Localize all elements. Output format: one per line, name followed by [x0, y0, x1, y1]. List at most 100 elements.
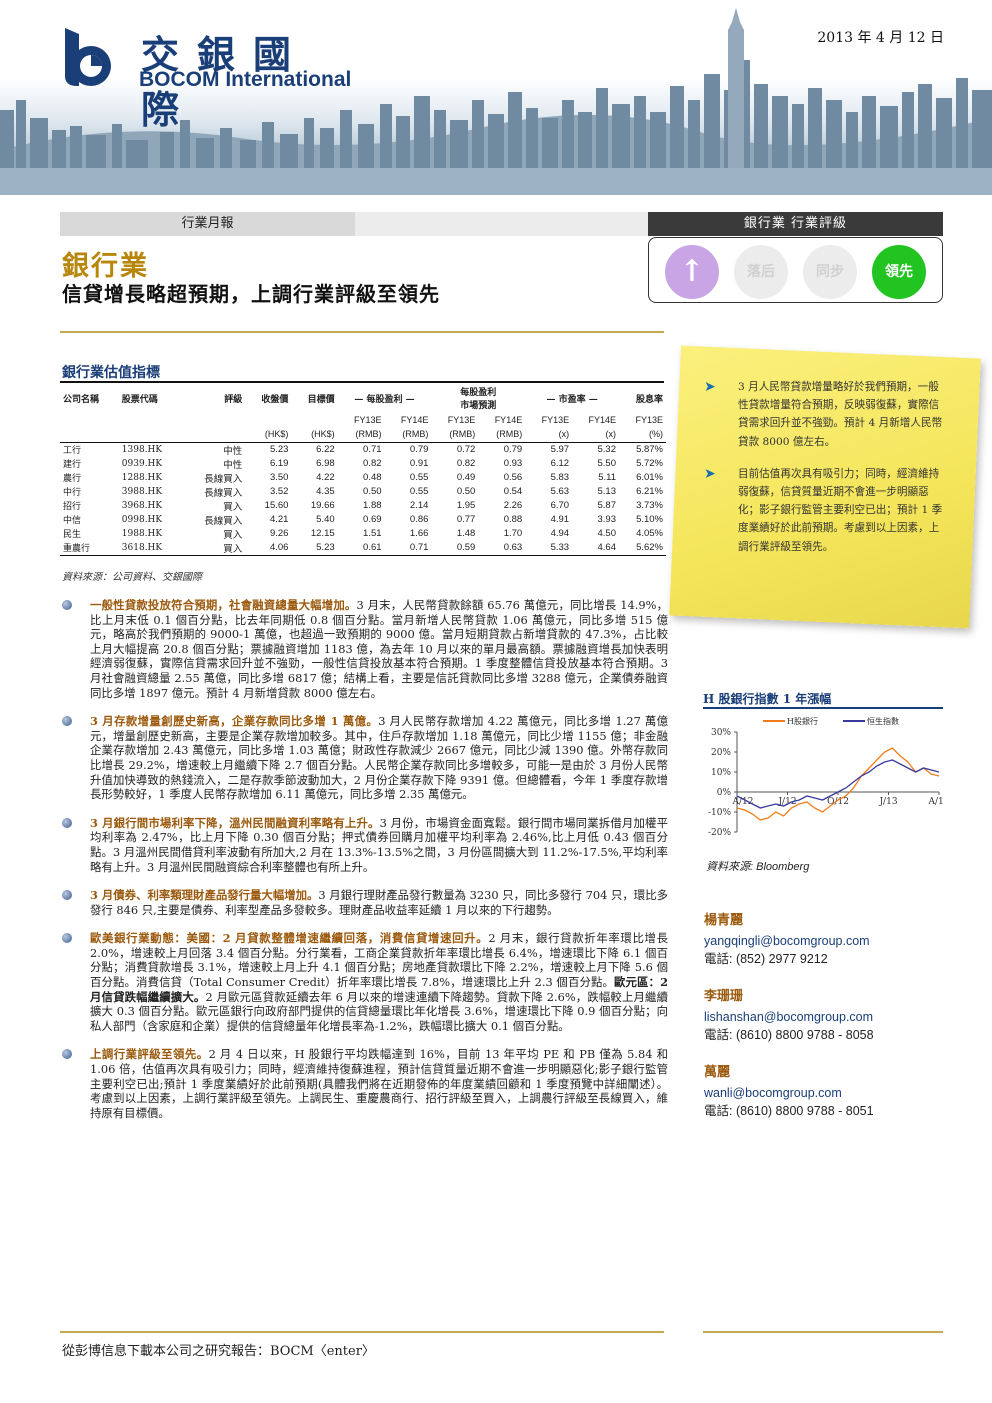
- y-tick-label: 20%: [711, 748, 731, 758]
- table-cell: 0.55: [409, 472, 429, 483]
- table-cell: 5.23: [291, 540, 338, 556]
- table-cell: 0.50: [363, 486, 382, 497]
- table-cell: 5.87%: [636, 444, 663, 455]
- table-cell: 0.56: [503, 472, 523, 483]
- key-point-text: 3 月人民幣貸款增量略好於我們預期，一般性貸款增量符合預期，反映弱復蘇，實際信貸…: [738, 381, 943, 448]
- divider: [60, 331, 664, 333]
- table-cell: 1.48: [456, 528, 476, 539]
- table-subheader-row: FY13E FY14E FY13E FY14E FY13E FY14E FY13…: [60, 412, 666, 427]
- table-cell: 中行: [63, 488, 82, 498]
- paragraph-deposits: 3 月存款增量創歷史新高，企業存款同比多增 1 萬億。3 月人民幣存款增加 4.…: [62, 714, 668, 802]
- paragraph-loans: 一般性貸款投放符合預期，社會融資總量大幅增加。3 月末，人民幣貸款餘額 65.7…: [62, 598, 668, 700]
- unit-cell: (x): [572, 427, 619, 443]
- paragraph-lead: 上調行業評級至領先。: [90, 1047, 209, 1062]
- paragraph-text: 3 月份，市場資金面寬鬆。銀行間市場同業拆借月加權平均利率為 2.47%，比上月…: [90, 815, 668, 874]
- unit-cell: (RMB): [431, 427, 479, 443]
- x-tick-label: J/13: [878, 797, 897, 807]
- table-cell: 農行: [63, 474, 82, 484]
- unit-cell: (x): [525, 427, 573, 443]
- rating-option-neutral: 同步: [803, 245, 857, 299]
- unit-cell: (RMB): [337, 427, 385, 443]
- table-cell: 0.63: [478, 540, 526, 556]
- bullet-icon: [62, 716, 72, 727]
- table-cell: 中信: [63, 516, 82, 526]
- subheader-cell: FY14E: [588, 414, 616, 425]
- table-cell: 0.69: [363, 514, 382, 525]
- arrow-bullet-icon: ➤: [704, 379, 716, 395]
- table-cell: 1288.HK: [121, 472, 163, 483]
- subheader-cell: FY14E: [400, 414, 429, 425]
- table-cell: 5.87: [597, 500, 616, 511]
- y-tick-label: 0%: [717, 788, 732, 798]
- table-cell: 0.82: [456, 458, 476, 469]
- table-cell: 12.15: [310, 528, 335, 539]
- col-eps-consensus: 每股盈利市場預測: [431, 384, 525, 412]
- table-cell: 0.50: [456, 486, 476, 497]
- industry-rating-label: 銀行業 行業評級: [648, 212, 943, 236]
- table-cell: 5.23: [269, 444, 289, 455]
- table-cell: 1.88: [363, 500, 382, 511]
- table-cell: 1.70: [503, 528, 523, 539]
- table-cell: 0.59: [431, 540, 479, 556]
- analyst-card: 楊青麗 yangqingli@bocomgroup.com 電話: (852) …: [704, 912, 870, 968]
- table-cell: 買入: [223, 501, 243, 513]
- table-cell: 0.77: [456, 514, 476, 525]
- table-cell: 0.48: [363, 472, 382, 483]
- col-eps-consensus-sub: 市場預測: [460, 401, 497, 411]
- key-point-text: 目前估值再次具有吸引力；同時，經濟維持弱復蘇，信貸質量近期不會進一步明顯惡化；影…: [738, 467, 943, 553]
- table-cell: 招行: [63, 502, 82, 512]
- table-cell: 1988.HK: [121, 528, 163, 539]
- table-cell: 6.12: [550, 458, 570, 469]
- legend-label: H股銀行: [787, 716, 818, 726]
- table-cell: 5.97: [550, 444, 570, 455]
- analyst-email[interactable]: lishanshan@bocomgroup.com: [704, 1010, 874, 1024]
- key-point: ➤ 目前估值再次具有吸引力；同時，經濟維持弱復蘇，信貸質量近期不會進一步明顯惡化…: [700, 465, 945, 556]
- table-cell: 6.19: [269, 458, 289, 469]
- table-cell: 5.11: [598, 472, 616, 483]
- paragraph-lead: 歐美銀行業動態：: [90, 931, 187, 946]
- paragraph-lead: 3 月債券、利率類理財產品發行量大幅增加。: [90, 888, 319, 903]
- paragraph-eu-heading: 歐元區：2 月信貸跌幅繼續擴大。: [90, 975, 668, 1004]
- table-cell: 4.35: [316, 486, 335, 497]
- table-cell: 5.33: [525, 540, 573, 556]
- table-cell: 5.13: [597, 486, 616, 497]
- y-tick-label: -20%: [708, 828, 731, 838]
- table-cell: 長線買入: [204, 515, 243, 527]
- report-type-label: 行業月報: [60, 212, 355, 236]
- table-cell: 中性: [223, 445, 243, 457]
- chart-title-rule: [703, 707, 943, 709]
- logo-english-name: BOCOM International: [139, 68, 352, 91]
- table-cell: 5.40: [316, 514, 335, 525]
- analyst-email[interactable]: yangqingli@bocomgroup.com: [704, 934, 870, 948]
- bullet-icon: [62, 933, 72, 944]
- table-cell: 5.72%: [636, 458, 663, 469]
- unit-cell: (HK$): [245, 427, 292, 443]
- unit-cell: (RMB): [384, 427, 432, 443]
- table-cell: 0998.HK: [121, 514, 163, 525]
- table-cell: 4.64: [572, 540, 619, 556]
- paragraph-text: 3 月人民幣存款增加 4.22 萬億元，同比多增 1.27 萬億元，增量創歷史新…: [90, 714, 669, 802]
- analyst-card: 李珊珊 lishanshan@bocomgroup.com 電話: (8610)…: [704, 988, 874, 1044]
- upgrade-arrow-icon: ↑: [665, 245, 719, 299]
- table-cell: 0.86: [409, 514, 429, 525]
- table-cell: 4.94: [550, 528, 570, 539]
- analyst-email[interactable]: wanli@bocomgroup.com: [704, 1086, 842, 1100]
- rating-indicator: ↑ 落后 同步 領先: [648, 237, 943, 303]
- paragraph-text: 2 月歐元區貸款延續去年 6 月以來的增速連續下降趨勢。貸款下降 2.6%，跌幅…: [90, 989, 668, 1033]
- paragraph-text: 2 月末，銀行貸款折年率環比增長 2.0%，增速較上月回落 3.4 個百分點。分…: [90, 931, 668, 990]
- paragraph-text: 3 月銀行理財產品發行數量為 3230 只，同比多發行 704 只，環比多發行 …: [90, 888, 668, 917]
- analyst-card: 萬麗 wanli@bocomgroup.com 電話: (8610) 8800 …: [704, 1064, 874, 1120]
- analyst-phone: 電話: (852) 2977 9212: [704, 952, 828, 966]
- paragraph-wealth-products: 3 月債券、利率類理財產品發行量大幅增加。3 月銀行理財產品發行數量為 3230…: [62, 888, 668, 917]
- valuation-table: 公司名稱 股票代碼 評級 收盤價 目標價 — 每股盈利 — 每股盈利市場預測 —…: [60, 384, 666, 556]
- table-cell: 3.73%: [636, 500, 663, 511]
- table-cell: 中性: [223, 459, 243, 471]
- unit-cell: (HK$): [291, 427, 338, 443]
- table-cell: 6.22: [316, 444, 335, 455]
- footer-divider: [60, 1331, 664, 1333]
- chart-title: H 股銀行指數 1 年漲幅: [703, 692, 832, 706]
- table-top-rule: [60, 381, 664, 383]
- table-cell: 買入: [223, 529, 243, 541]
- analyst-name: 萬麗: [704, 1065, 731, 1080]
